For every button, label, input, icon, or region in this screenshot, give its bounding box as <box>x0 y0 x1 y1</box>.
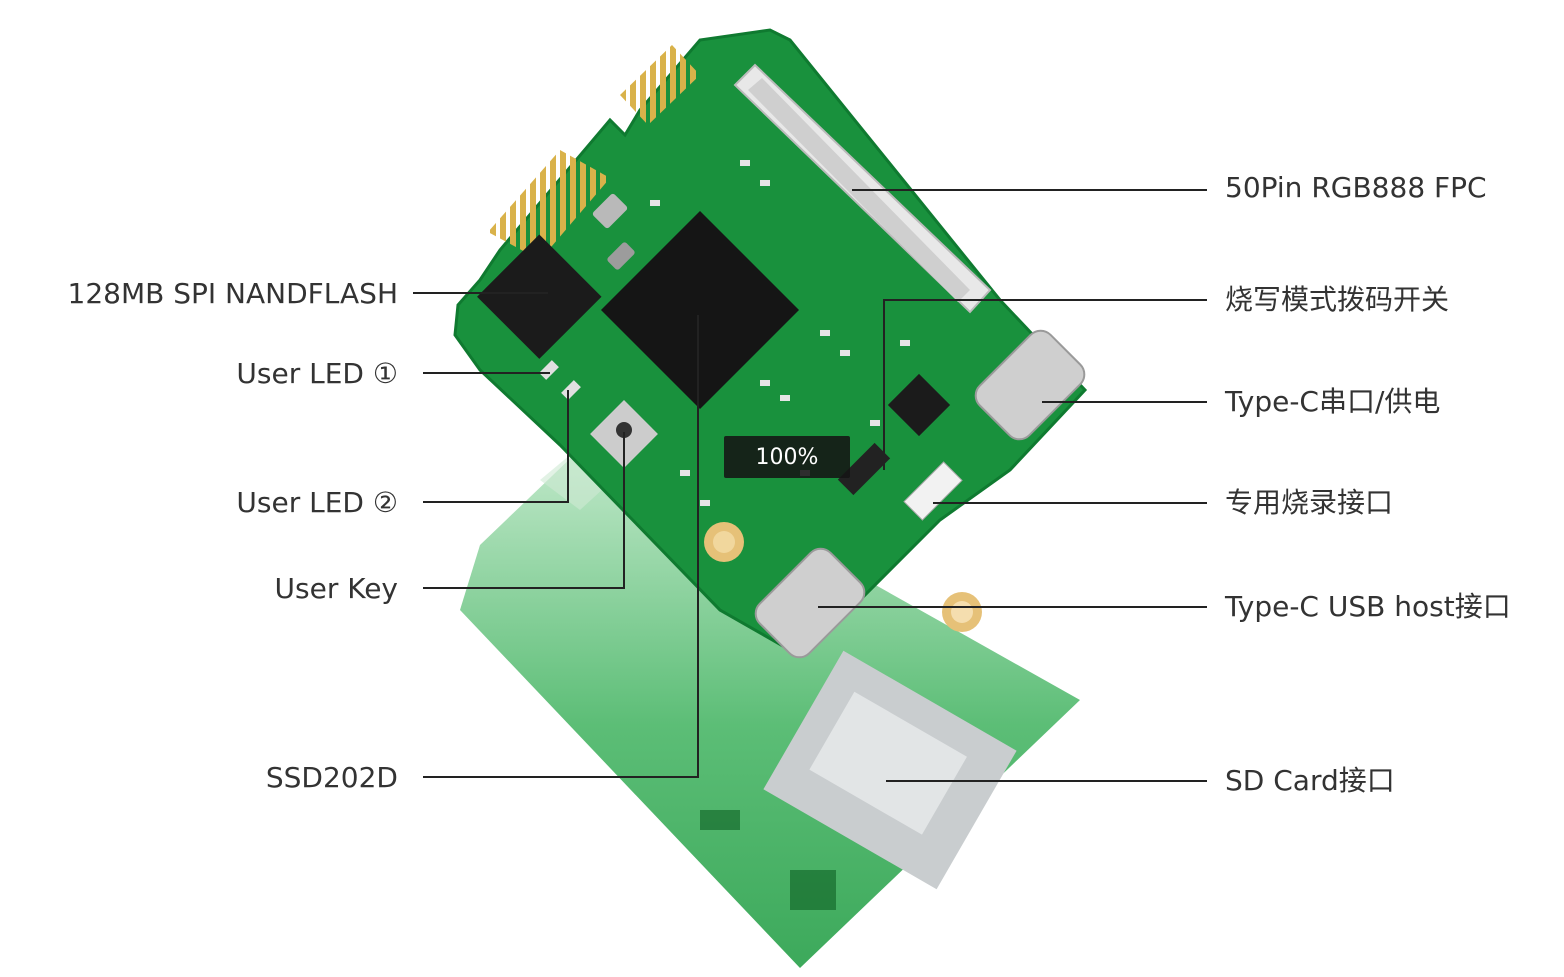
led-2 <box>561 380 581 400</box>
dip-switch <box>837 442 891 496</box>
typec-uart-port <box>974 329 1086 441</box>
label-user-key: User Key <box>274 572 398 605</box>
callout-user-key <box>423 432 625 589</box>
rear-board <box>460 430 1080 968</box>
burn-connector <box>903 461 963 521</box>
label-ssd202d: SSD202D <box>265 761 398 794</box>
edge-connector <box>488 45 700 260</box>
zoom-level-indicator: 100% <box>724 436 850 478</box>
label-user-led-1: User LED ① <box>236 357 398 390</box>
label-fpc: 50Pin RGB888 FPC <box>1225 171 1487 204</box>
nand-flash-chip <box>477 234 602 359</box>
zoom-level-text: 100% <box>755 444 819 470</box>
label-user-led-2: User LED ② <box>236 486 398 519</box>
callout-user-led-2 <box>423 390 569 503</box>
label-typec-host: Type-C USB host接口 <box>1225 590 1511 623</box>
callout-boot-switch <box>883 299 1207 470</box>
callout-ssd202d <box>423 315 699 778</box>
label-sd-card: SD Card接口 <box>1225 764 1395 797</box>
typec-host-port <box>754 547 866 659</box>
label-burn-port: 专用烧录接口 <box>1225 486 1394 519</box>
label-typec-uart: Type-C串口/供电 <box>1225 385 1441 418</box>
callout-lines <box>413 189 1207 782</box>
led-1 <box>539 360 559 380</box>
label-boot-switch: 烧写模式拨码开关 <box>1225 283 1450 316</box>
label-nandflash: 128MB SPI NANDFLASH <box>67 277 398 310</box>
